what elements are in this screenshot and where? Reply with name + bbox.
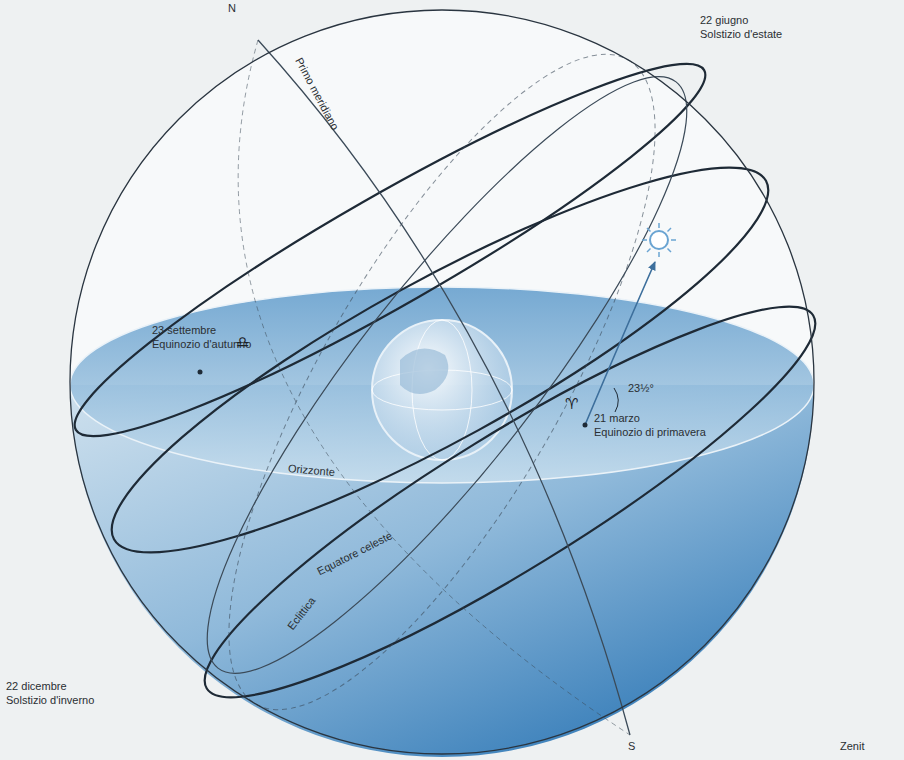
event-label: Equinozio di primavera — [594, 426, 706, 439]
pole-label: N — [228, 2, 236, 15]
zodiac-symbol: ♎ — [236, 336, 249, 349]
date-label: 23 settembre — [152, 324, 216, 337]
point-label: Zenit — [840, 740, 864, 753]
zodiac-symbol: ♈ — [565, 398, 578, 411]
angle-label: 23½° — [628, 382, 654, 395]
date-label: 21 marzo — [594, 412, 640, 425]
event-label: Solstizio d'estate — [700, 28, 782, 41]
pole-label: S — [628, 740, 635, 753]
date-label: 22 giugno — [700, 14, 748, 27]
date-label: 22 dicembre — [6, 680, 67, 693]
event-label: Solstizio d'inverno — [6, 694, 94, 707]
